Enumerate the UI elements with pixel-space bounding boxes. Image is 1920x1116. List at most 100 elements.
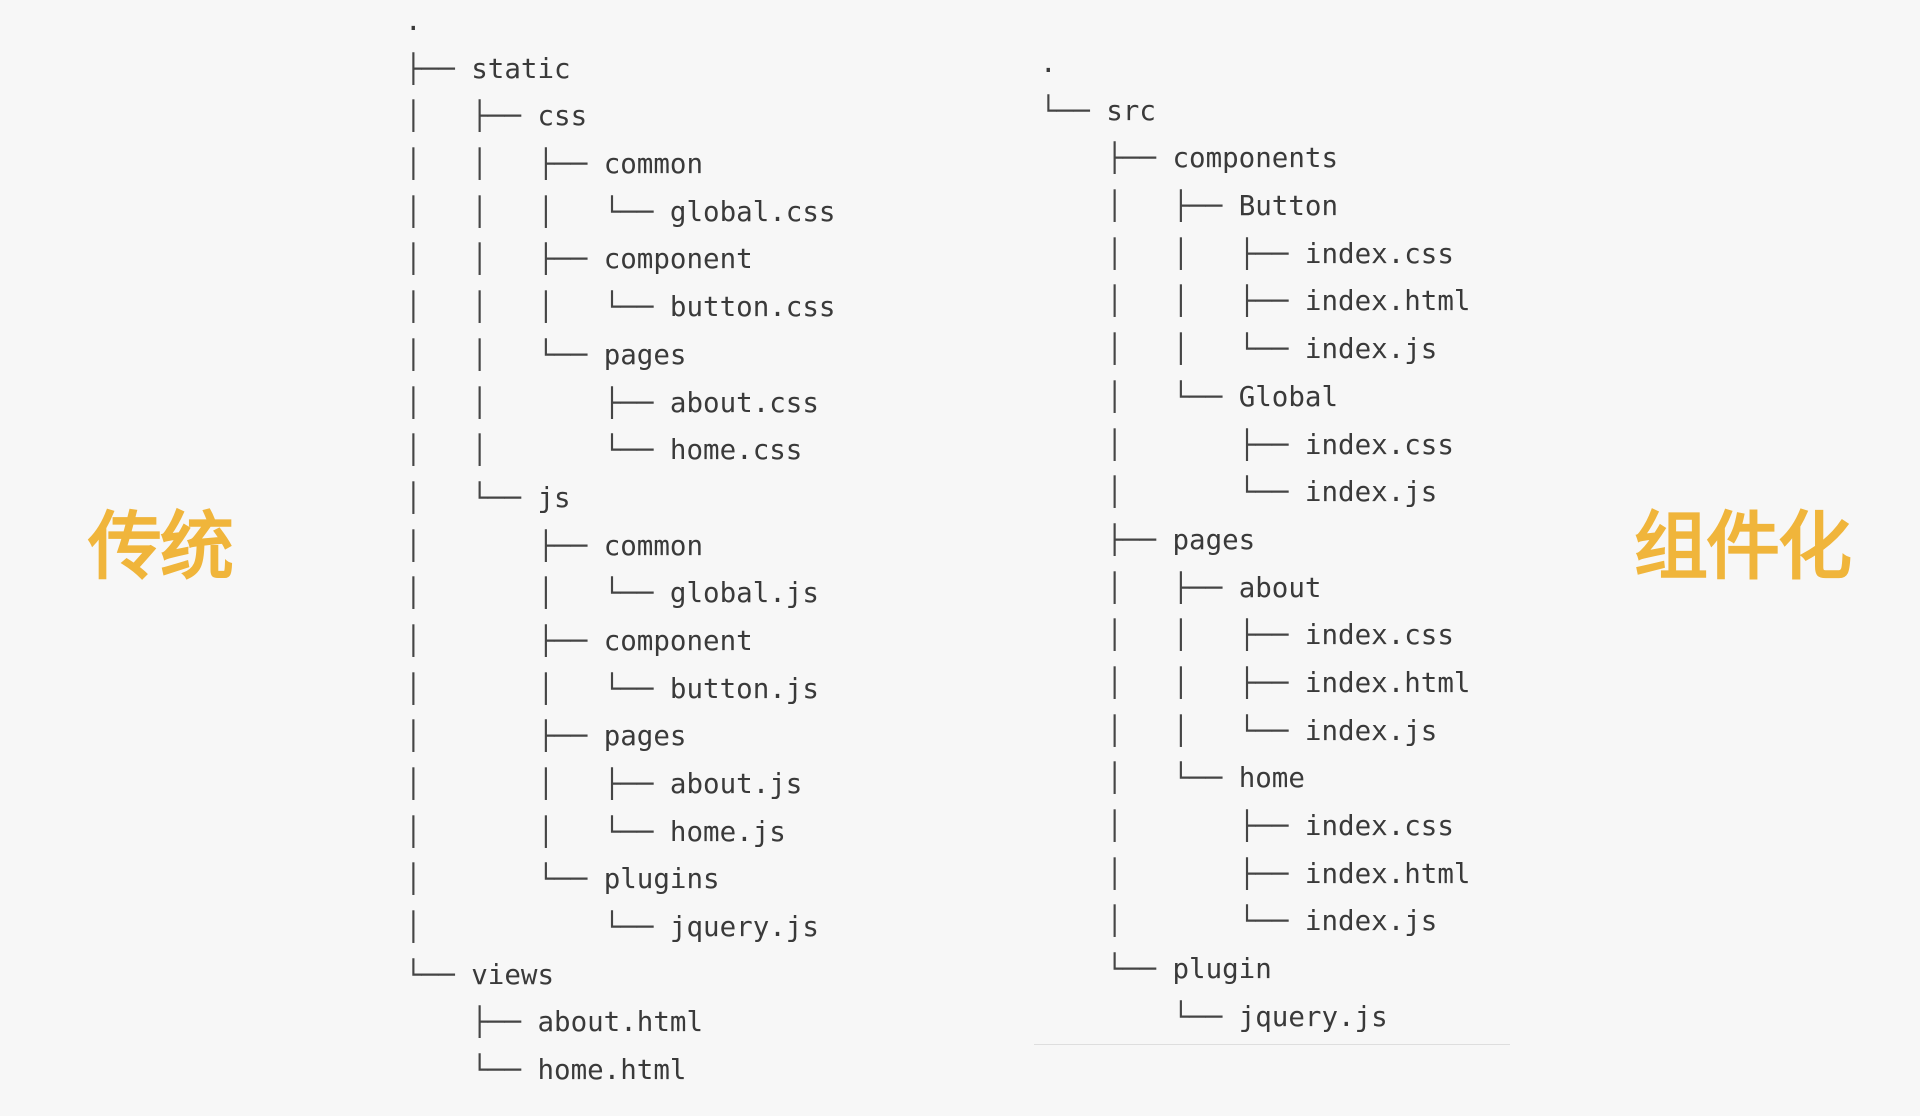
tree-connector: │ │ │ └── xyxy=(405,195,670,228)
tree-line: └── src xyxy=(1040,88,1470,136)
tree-node-name: jquery.js xyxy=(669,911,819,944)
tree-line: │ └── plugins xyxy=(405,856,835,904)
tree-node-name: . xyxy=(1040,47,1057,79)
tree-node-name: components xyxy=(1172,142,1339,175)
tree-connector: └── xyxy=(405,1054,538,1087)
tree-line: │ │ └── home.css xyxy=(405,427,835,475)
tree-line: └── views xyxy=(405,952,835,1000)
divider xyxy=(1034,1044,1510,1045)
component-label: 组件化 xyxy=(1634,504,1852,590)
tree-node-name: about.js xyxy=(669,768,803,800)
tree-node-name: index.html xyxy=(1304,666,1471,699)
tree-connector: │ │ ├── xyxy=(1040,619,1305,652)
tree-connector: │ │ ├── xyxy=(405,148,604,181)
tree-node-name: global.js xyxy=(669,577,819,610)
tree-line: │ │ └── index.js xyxy=(1040,708,1470,756)
tree-line: │ │ └── pages xyxy=(405,332,835,380)
tree-node-name: index.js xyxy=(1304,714,1438,747)
tree-node-name: index.js xyxy=(1304,333,1438,366)
tree-node-name: about xyxy=(1238,571,1322,604)
tree-node-name: jquery.js xyxy=(1238,1000,1388,1033)
tree-connector: │ ├── xyxy=(405,624,604,657)
tree-connector: │ │ └── xyxy=(405,815,670,848)
tree-connector: │ └── xyxy=(1040,476,1305,509)
tree-node-name: Button xyxy=(1238,190,1339,223)
tree-node-name: global.css xyxy=(669,195,836,228)
tree-connector: │ │ ├── xyxy=(405,768,670,800)
tree-line: │ │ ├── about.css xyxy=(405,380,835,428)
tree-connector: │ ├── xyxy=(405,529,604,562)
tree-node-name: home.css xyxy=(669,434,803,467)
tree-line: ├── components xyxy=(1040,135,1470,183)
tree-line: │ └── jquery.js xyxy=(405,904,835,952)
tree-line: │ │ ├── component xyxy=(405,236,835,284)
tree-connector: │ │ └── xyxy=(405,577,670,610)
tree-connector: └── xyxy=(1040,1000,1239,1033)
tree-line: └── plugin xyxy=(1040,946,1470,994)
tree-node-name: plugin xyxy=(1172,953,1272,986)
tree-connector: │ │ └── xyxy=(1040,714,1305,747)
tree-node-name: js xyxy=(537,481,571,514)
tree-connector: │ ├── xyxy=(1040,857,1305,890)
tree-node-name: index.css xyxy=(1304,619,1454,652)
tree-connector: │ │ └── xyxy=(405,338,604,371)
tree-node-name: src xyxy=(1106,94,1156,127)
tree-line: . xyxy=(405,0,835,46)
tree-connector: │ │ └── xyxy=(405,434,670,467)
tree-line: │ ├── common xyxy=(405,523,835,571)
tree-connector: │ │ ├── xyxy=(405,243,604,276)
tree-node-name: . xyxy=(405,5,422,37)
tree-line: . xyxy=(1040,40,1470,88)
tree-line: │ │ └── home.js xyxy=(405,809,835,857)
tree-node-name: button.js xyxy=(669,672,819,705)
tree-connector: │ ├── xyxy=(405,720,604,753)
tree-line: │ │ ├── about.js xyxy=(405,761,835,809)
tree-connector: │ └── xyxy=(1040,905,1305,938)
tree-line: │ │ ├── index.css xyxy=(1040,612,1470,660)
tree-line: │ ├── index.css xyxy=(1040,422,1470,470)
tree-node-name: plugins xyxy=(603,863,720,896)
tree-connector: │ │ ├── xyxy=(1040,285,1305,318)
tree-line: │ └── index.js xyxy=(1040,898,1470,946)
tree-connector: └── xyxy=(405,958,472,991)
tree-connector: │ ├── xyxy=(1040,571,1239,604)
tree-connector: │ └── xyxy=(1040,380,1239,413)
tree-line: │ │ │ └── button.css xyxy=(405,284,835,332)
tree-line: │ └── home xyxy=(1040,755,1470,803)
tree-line: │ ├── component xyxy=(405,618,835,666)
tree-line: │ │ ├── common xyxy=(405,141,835,189)
tree-connector: ├── xyxy=(405,1006,538,1039)
tree-line: │ ├── index.html xyxy=(1040,851,1470,899)
tree-connector: │ │ ├── xyxy=(405,386,670,419)
tree-connector: │ │ │ └── xyxy=(405,291,670,324)
tree-node-name: component xyxy=(603,243,753,276)
tree-line: └── home.html xyxy=(405,1047,835,1095)
tree-line: │ ├── pages xyxy=(405,713,835,761)
tree-connector: │ ├── xyxy=(405,100,538,133)
tree-node-name: css xyxy=(537,100,588,133)
tree-node-name: component xyxy=(603,624,753,657)
tree-connector: ├── xyxy=(1040,142,1173,175)
tree-line: │ │ └── index.js xyxy=(1040,326,1470,374)
tree-connector: │ │ ├── xyxy=(1040,237,1305,270)
tree-node-name: views xyxy=(471,958,555,991)
tree-node-name: index.js xyxy=(1304,476,1438,509)
tree-line: │ ├── css xyxy=(405,93,835,141)
tree-connector: └── xyxy=(1040,953,1173,986)
tree-line: └── jquery.js xyxy=(1040,994,1470,1042)
tree-connector: │ └── xyxy=(405,863,604,896)
tree-node-name: static xyxy=(471,52,571,85)
tree-node-name: index.css xyxy=(1304,237,1454,270)
tree-node-name: home.html xyxy=(537,1054,687,1087)
component-tree: . └── src ├── components │ ├── Button │ │… xyxy=(1040,40,1470,1041)
tree-node-name: index.html xyxy=(1304,285,1471,318)
tree-line: │ │ ├── index.css xyxy=(1040,231,1470,279)
tree-node-name: about.css xyxy=(669,386,819,419)
tree-node-name: index.css xyxy=(1304,810,1454,842)
tree-node-name: common xyxy=(603,529,704,562)
tree-connector: ├── xyxy=(1040,523,1173,556)
tree-line: │ │ └── global.js xyxy=(405,570,835,618)
tree-connector: │ └── xyxy=(405,481,538,514)
tree-connector: │ ├── xyxy=(1040,428,1305,461)
tree-node-name: index.js xyxy=(1304,905,1438,938)
